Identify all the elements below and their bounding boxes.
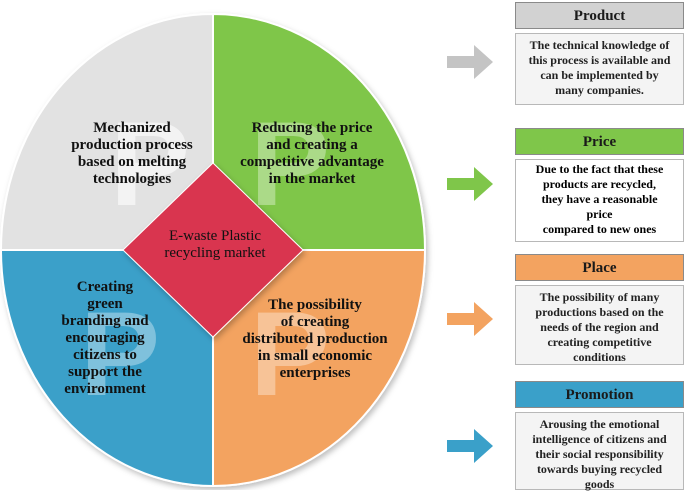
promotion-box-title: Promotion: [515, 381, 684, 408]
center-label: E-waste Plastic recycling market: [164, 228, 266, 261]
place-arrow-icon: [447, 302, 493, 336]
product-box-body: The technical knowledge of this process …: [515, 33, 684, 105]
product-arrow-icon: [447, 45, 493, 79]
place-letter: P: [250, 287, 330, 421]
promotion-quadrant-text: Creating green branding and encouraging …: [61, 279, 149, 397]
price-box-body: Due to the fact that these products are …: [515, 159, 684, 242]
price-quadrant: [212, 12, 427, 251]
product-quadrant: [0, 12, 214, 251]
product-quadrant-text: Mechanized production process based on m…: [71, 120, 193, 187]
place-quadrant: [212, 249, 427, 488]
promotion-arrow-icon: [447, 429, 493, 463]
price-box: Price Due to the fact that these product…: [515, 128, 684, 242]
center-diamond: [122, 162, 304, 338]
promotion-letter: P: [80, 287, 160, 421]
promotion-box: Promotion Arousing the emotional intelli…: [515, 381, 684, 491]
place-box: Place The possibility of many production…: [515, 254, 684, 365]
price-arrow-icon: [447, 167, 493, 201]
product-box: Product The technical knowledge of this …: [515, 2, 684, 105]
product-box-title: Product: [515, 2, 684, 29]
price-box-title: Price: [515, 128, 684, 155]
price-quadrant-text: Reducing the price and creating a compet…: [240, 120, 384, 187]
price-letter: P: [250, 97, 330, 231]
promotion-box-body: Arousing the emotional intelligence of c…: [515, 412, 684, 491]
place-box-body: The possibility of many productions base…: [515, 285, 684, 365]
place-box-title: Place: [515, 254, 684, 281]
promotion-quadrant: [0, 249, 214, 488]
place-quadrant-text: The possibility of creating distributed …: [242, 297, 388, 381]
